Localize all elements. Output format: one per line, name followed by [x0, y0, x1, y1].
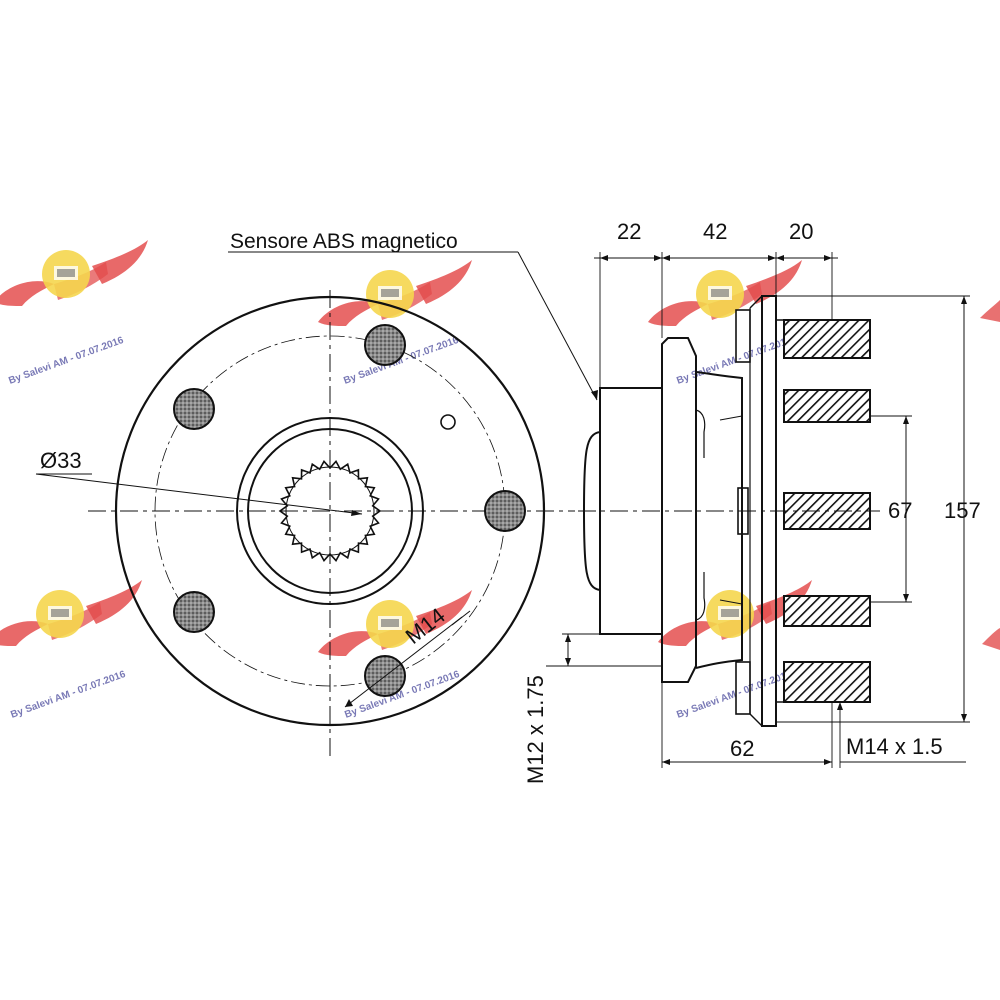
hub-body-curve-bottom	[695, 572, 706, 621]
wheel-bolt-hole	[173, 591, 215, 633]
wheel-stud	[783, 389, 871, 423]
m14-leader-underline	[451, 610, 471, 626]
hub-body-inner-bottom	[719, 599, 743, 605]
mounting-flange	[661, 337, 697, 683]
diameter-leader	[35, 473, 363, 515]
wheel-stud	[783, 319, 871, 359]
hub-collar-outer	[236, 417, 424, 605]
wheel-flange-edge	[749, 295, 763, 309]
watermark-wing	[982, 628, 1000, 650]
side-view	[228, 251, 970, 768]
spline-bore	[278, 460, 382, 562]
dimension-42: 42	[703, 219, 727, 244]
m14-thread-label: M14 x 1.5	[846, 734, 943, 759]
abs-sensor-label: Sensore ABS magnetico	[230, 230, 458, 253]
watermark-wing	[980, 300, 1000, 322]
dimension-20: 20	[789, 219, 813, 244]
locating-pin-hole	[440, 414, 456, 430]
wheel-bolt-hole	[173, 388, 215, 430]
sensor-leader	[517, 251, 598, 401]
front-view	[35, 290, 575, 758]
watermark-logo	[648, 260, 802, 326]
spline-diameter-label: Ø33	[40, 448, 82, 473]
watermark-logo	[0, 580, 142, 646]
bolt-head	[735, 661, 751, 715]
wheel-flange-edge	[749, 713, 763, 727]
hub-body-curve-top	[695, 409, 706, 458]
hub-body	[695, 371, 743, 669]
wheel-stud	[783, 595, 871, 627]
watermark-logo	[0, 240, 148, 306]
hub-collar-inner	[247, 428, 413, 594]
hub-body-inner-top	[719, 415, 743, 421]
dimension-67: 67	[888, 498, 912, 523]
dimension-22: 22	[617, 219, 641, 244]
dimension-157: 157	[944, 498, 981, 523]
watermark-layer: By Salevi AM - 07.07.2016 By Salevi AM -…	[0, 240, 1000, 721]
wheel-stud	[783, 661, 871, 703]
m12-thread-label: M12 x 1.75	[523, 675, 548, 784]
wheel-bolt-hole	[484, 490, 526, 532]
wheel-stud	[783, 492, 871, 530]
spline-root-circle	[285, 466, 375, 556]
m14-leader	[344, 616, 463, 708]
watermark-text: By Salevi AM - 07.07.2016	[7, 335, 125, 387]
watermark-logo	[318, 260, 472, 326]
bolt-head	[735, 309, 751, 363]
watermark-text: By Salevi AM - 07.07.2016	[9, 669, 127, 721]
dimension-62: 62	[730, 736, 754, 761]
wheel-bolt-hole	[364, 324, 406, 366]
dimension-arrows	[345, 255, 967, 765]
